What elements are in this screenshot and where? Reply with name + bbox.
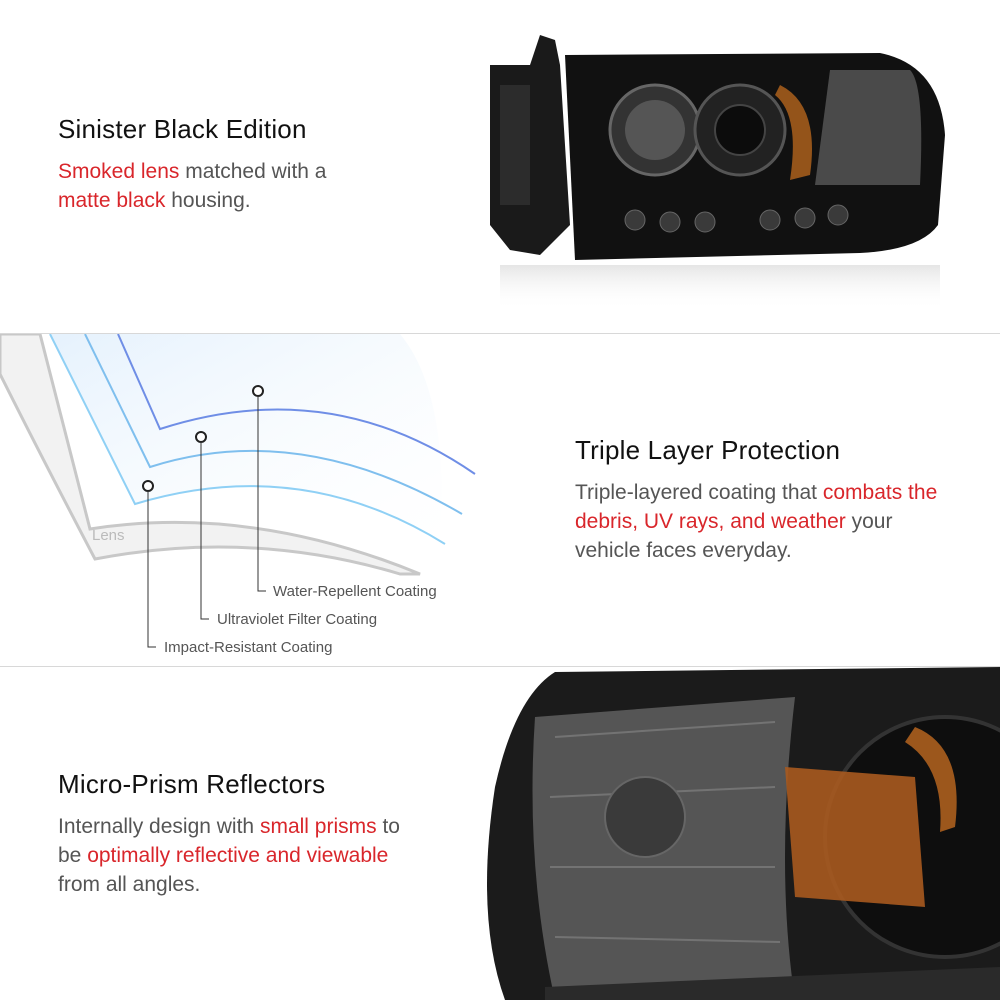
- section-sinister-black: Sinister Black Edition Smoked lens match…: [0, 0, 1000, 333]
- layer-label-water-repellent: Water-Repellent Coating: [273, 583, 437, 600]
- highlight-text: combats the debris, UV rays, and weather: [575, 481, 938, 533]
- section-body: Internally design with small prisms to b…: [58, 812, 428, 899]
- highlight-text: small prisms: [259, 815, 377, 838]
- section-title: Sinister Black Edition: [58, 114, 307, 144]
- section-title: Triple Layer Protection: [575, 435, 841, 465]
- section-body: Smoked lens matched with a matte black h…: [58, 157, 358, 215]
- lens-label: Lens: [92, 527, 125, 544]
- section-micro-prism: Micro-Prism Reflectors Internally design…: [0, 667, 1000, 1000]
- layer-label-ultraviolet: Ultraviolet Filter Coating: [217, 611, 378, 628]
- headlight-closeup-image: [487, 667, 1000, 1000]
- body-text: from all angles.: [58, 873, 201, 896]
- body-text: Internally design with: [58, 815, 260, 838]
- body-text: to be: [58, 815, 400, 867]
- body-text: your vehicle faces everyday.: [575, 510, 893, 562]
- highlight-text: optimally reflective and viewable: [87, 844, 389, 867]
- highlight-text: matte black: [58, 189, 166, 212]
- coating-layers-diagram: [0, 334, 476, 648]
- layer-label-impact-resistant: Impact-Resistant Coating: [164, 639, 333, 656]
- section-title: Micro-Prism Reflectors: [58, 769, 326, 799]
- headlight-product-image: [490, 35, 945, 310]
- highlight-text: Smoked lens: [58, 160, 180, 183]
- section-triple-layer: Lens Water-Repellent Coating Ultraviolet…: [0, 334, 1000, 666]
- body-text: Triple-layered coating that: [575, 481, 823, 504]
- body-text: matched with a: [179, 160, 327, 183]
- section-divider: [0, 333, 1000, 334]
- section-divider: [0, 666, 1000, 667]
- body-text: housing.: [165, 189, 251, 212]
- section-body: Triple-layered coating that combats the …: [575, 478, 955, 565]
